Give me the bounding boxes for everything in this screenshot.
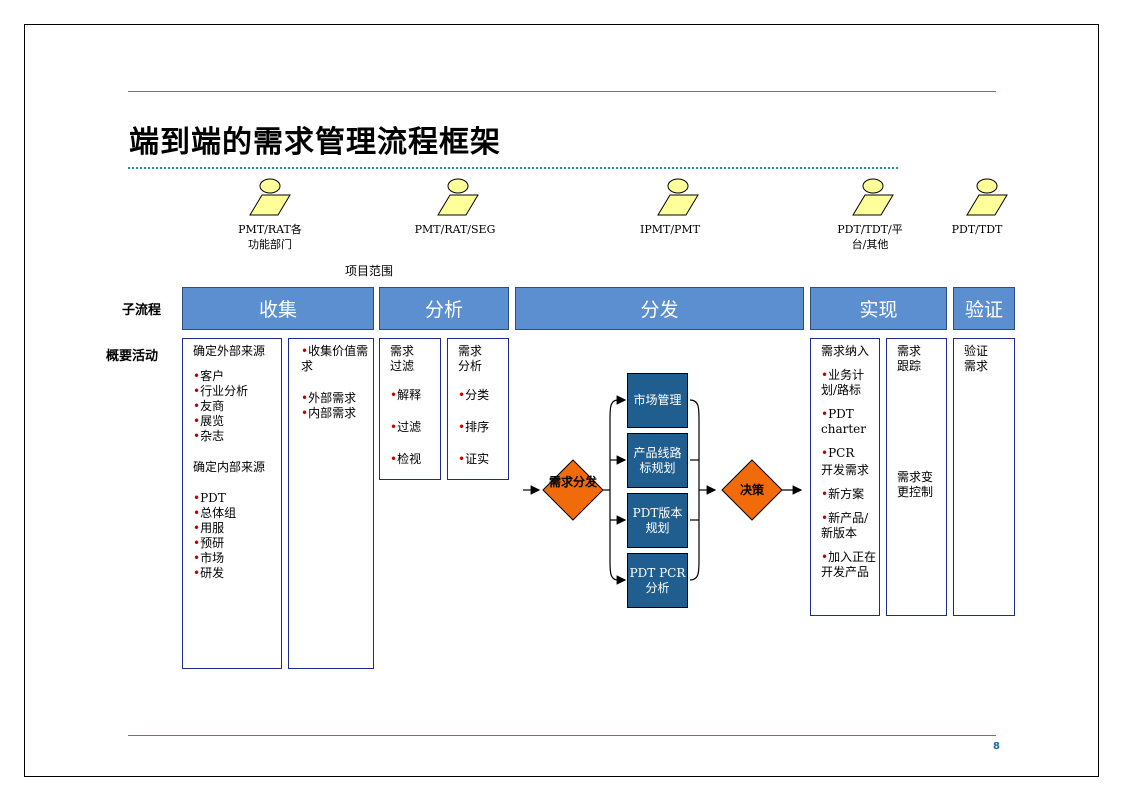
phase-bar-distribute: 分发 [515,287,804,330]
internal-sources-heading: 确定内部来源 [193,460,266,474]
role-label-3: IPMT/PMT [639,223,701,236]
top-rule [128,91,996,92]
analyze-filter-box: 需求过滤 •解释 •过滤 •检视 [379,338,441,480]
list-item: •外部需求 [301,391,357,405]
list-item: •PCR [821,446,855,460]
role-label-1: PMT/RAT各 功能部门 [238,223,302,251]
role-label-4: PDT/TDT/平 台/其他 [837,223,903,251]
list-item: •收集价值需求 [301,344,369,373]
list-item: •PDT charter [821,407,866,436]
diamond-label-decide: 决策 [739,483,764,497]
flow-connector [609,399,619,581]
role-icon-2 [437,178,479,216]
tracking-heading: 需求跟踪 [897,344,922,373]
scope-label: 项目范围 [345,264,394,278]
role-label-5: PDT/TDT [951,223,1003,236]
list-item: •内部需求 [301,406,357,420]
list-item: •新产品/新版本 [821,511,869,540]
list-item: •分类 [458,388,490,402]
list-item: •行业分析 [193,384,249,398]
list-item: •检视 [390,452,422,466]
external-sources-heading: 确定外部来源 [193,344,266,358]
slide-frame [24,24,1099,777]
list-item: •业务计划/路标 [821,368,865,397]
title-dotted-rule [128,167,898,169]
list-item: •杂志 [193,429,225,443]
collect-value-box: •收集价值需求 •外部需求 •内部需求 [288,338,374,669]
external-sources-list: •客户 •行业分析 •友商 •展览 •杂志 [193,369,281,444]
phase-bar-verify: 验证 [953,287,1015,330]
list-item: •友商 [193,399,225,413]
role-icon-1 [249,178,291,216]
slide-title: 端到端的需求管理流程框架 [129,125,501,160]
page-number: 8 [993,741,1000,752]
list-item: •总体组 [193,506,237,520]
role-icons [249,178,1008,216]
list-item: •客户 [193,369,225,383]
list-item: •PDT [193,491,226,505]
verify-box: 验证需求 [953,338,1015,616]
diamond-label-distribute: 需求分发 [548,475,597,489]
list-item: •新方案 [821,487,865,501]
analyze-analysis-box: 需求分析 •分类 •排序 •证实 [447,338,509,480]
list-item: •用服 [193,521,225,535]
dist-box-pcr-analysis: PDT PCR分析 [627,553,688,608]
list-item: •展览 [193,414,225,428]
bottom-rule [128,735,996,736]
flow-connector [689,399,700,581]
list-item: •市场 [193,551,225,565]
decision-diamond-decide [721,459,783,521]
dist-box-market-mgmt: 市场管理 [627,373,688,428]
decision-diamond-distribute [542,459,604,521]
list-item: •解释 [390,388,422,402]
phase-bar-implement: 实现 [810,287,947,330]
verify-heading: 验证需求 [964,344,989,373]
row-label-subprocess: 子流程 [122,303,162,318]
distribution-flow [523,395,803,585]
filter-heading: 需求过滤 [390,344,415,373]
list-item: •过滤 [390,420,422,434]
role-icon-5 [966,178,1008,216]
phase-bar-analyze: 分析 [379,287,509,330]
implement-intake-box: 需求纳入 •业务计划/路标 •PDT charter •PCR 开发需求 •新方… [810,338,880,616]
dev-heading: 开发需求 [821,463,870,477]
list-item: •研发 [193,566,225,580]
list-item: •加入正在开发产品 [821,550,877,579]
internal-sources-list: •PDT •总体组 •用服 •预研 •市场 •研发 [193,491,281,581]
role-icon-4 [852,178,894,216]
list-item: •预研 [193,536,225,550]
role-icon-3 [657,178,699,216]
row-label-activities: 概要活动 [106,349,159,364]
implement-tracking-box: 需求跟踪 需求变更控制 [886,338,947,616]
analysis-heading: 需求分析 [458,344,483,373]
list-item: •证实 [458,452,490,466]
dist-box-version-plan: PDT版本规划 [627,493,688,548]
intake-heading: 需求纳入 [821,344,870,358]
collect-sources-box: 确定外部来源 •客户 •行业分析 •友商 •展览 •杂志 确定内部来源 •PDT… [182,338,282,669]
dist-box-roadmap: 产品线路标规划 [627,433,688,488]
phase-bar-collect: 收集 [182,287,374,330]
list-item: •排序 [458,420,490,434]
role-label-2: PMT/RAT/SEG [414,223,496,236]
change-control-heading: 需求变更控制 [897,470,934,499]
